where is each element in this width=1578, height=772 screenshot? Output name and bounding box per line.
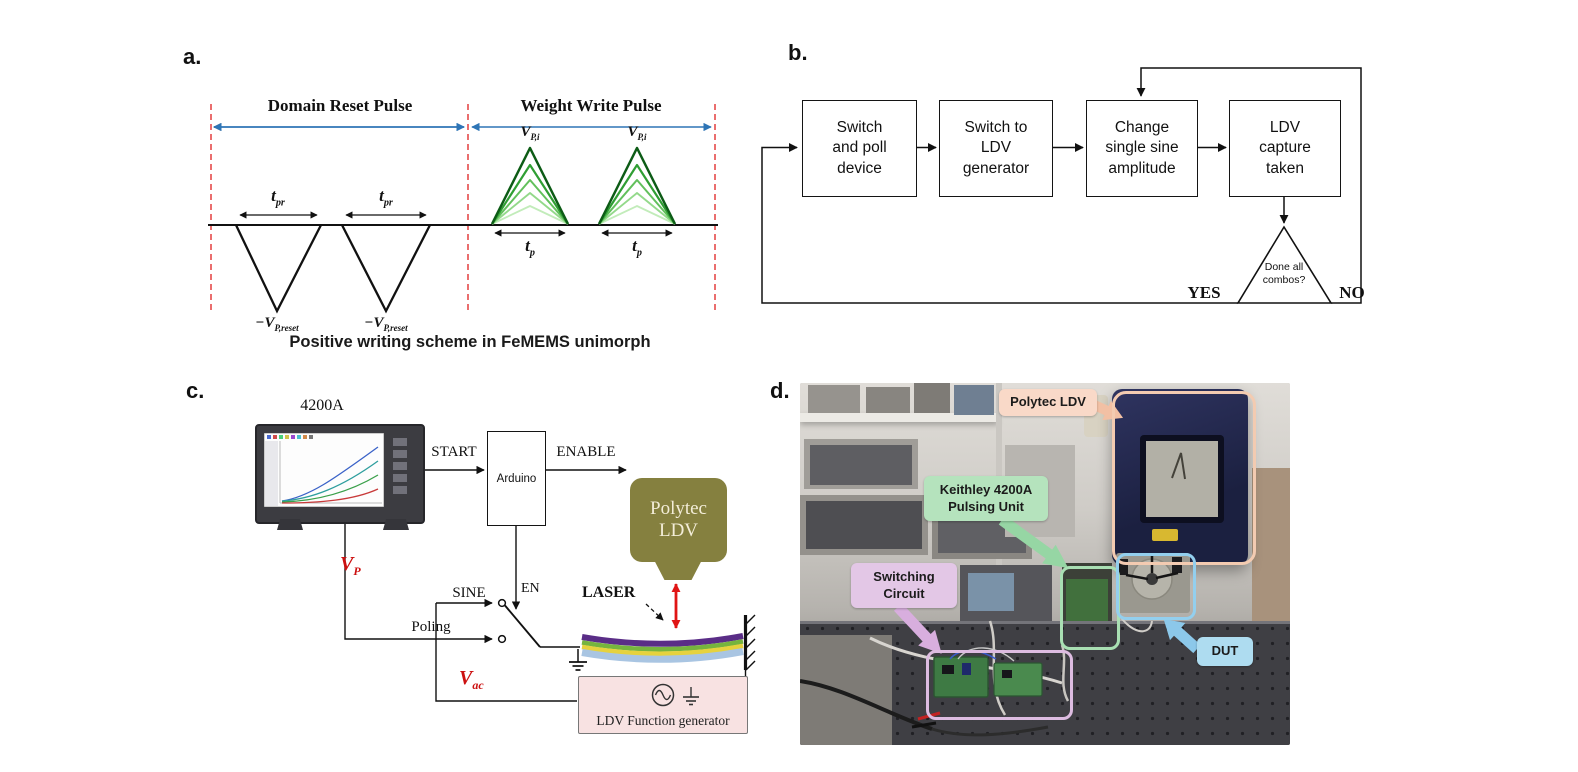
en-label: EN [521,581,540,596]
laser-label: LASER [582,584,636,601]
reset-pulse-2 [340,224,432,314]
enable-label: ENABLE [556,444,616,460]
photo-shelf-item [808,385,860,413]
yes-label: YES [1187,283,1221,302]
photo-instrument-panel [806,501,922,549]
photo-shelf-item [866,387,910,413]
t-pr-label-1: tpr [271,186,285,209]
polytec-ldv-annotation: Polytec LDV [999,389,1097,416]
flow-box-switch-ldv: Switch to LDV generator [939,100,1053,197]
flow-box-ldv-capture: LDV capture taken [1229,100,1341,197]
photo-shelf [800,413,998,422]
instrument-foot [277,519,303,530]
dut-annotation: DUT [1197,637,1253,666]
instrument-screen [264,433,384,507]
instrument-button [393,462,407,470]
write-pulse-group-1 [490,146,570,225]
v-pi-label-1: VP,i [520,124,540,142]
keithley-annotation: Keithley 4200A Pulsing Unit [924,476,1048,521]
photo-table-edge [800,621,1290,624]
dut-outline [1116,553,1196,620]
panel-c-letter: c. [186,378,205,403]
v-pi-label-2: VP,i [627,124,647,142]
instrument-button [393,486,407,494]
photo-shelf-item [914,383,950,413]
poling-wire [344,522,493,644]
panel-a-caption: Positive writing scheme in FeMEMS unimor… [289,333,651,351]
arduino-box: Arduino [487,431,546,526]
photo-side-board [1252,468,1290,623]
vac-wire [435,603,577,702]
photo-oscilloscope-screen [968,573,1014,611]
t-pr-label-2: tpr [379,186,393,209]
polytec-ldv-shape: Polytec LDV [630,478,727,562]
flow-box-change-amplitude: Change single sine amplitude [1086,100,1198,197]
reset-pulse-1 [234,224,323,314]
vp-label: VP [340,553,361,578]
switch-terminal-sine [497,598,507,608]
switching-annotation-arrow [893,603,942,654]
photo-warning-sticker [1152,529,1178,541]
function-generator-label: LDV Function generator [596,713,730,728]
domain-reset-title: Domain Reset Pulse [267,96,413,115]
dut-annotation-arrow [1163,618,1201,654]
panel-a-letter: a. [183,44,202,69]
function-generator-symbols [651,683,699,707]
unimorph-beam-top-layer [581,633,744,647]
instrument-4200a [255,424,425,524]
laser-pointer-arrow [645,603,664,621]
instrument-button [393,438,407,446]
switch-blade [504,604,541,648]
photo-details [800,452,1186,737]
unimorph-beam-layer-2 [581,639,744,652]
ldv-function-generator: LDV Function generator [578,676,748,734]
weight-write-title: Weight Write Pulse [520,96,662,115]
instrument-foot [383,519,409,530]
decision-triangle [1236,225,1333,304]
photo-instrument-panel [810,445,912,485]
decision-label: Done all combos? [1262,261,1306,286]
photo-shelf-item [954,385,994,415]
unimorph-beam-bottom-layer [581,648,744,663]
instrument-button [393,474,407,482]
switch-terminal-poling [497,634,507,644]
polytec-ldv-lens [655,562,701,580]
poling-label: Poling [411,619,451,635]
panel-b-letter: b. [788,40,808,65]
polytec-ldv-outline [1112,391,1256,565]
panel-d-letter: d. [770,378,790,403]
keithley-annotation-arrow [998,515,1069,569]
photo-foreground-bench [800,635,892,745]
waveform-panel [208,104,718,314]
yes-loop-line [761,143,1238,304]
v-reset-label-2: −VP,reset [364,315,408,333]
no-label: NO [1339,283,1365,302]
switching-circuit-outline [926,650,1073,720]
unimorph-beam-layer-3 [581,643,744,656]
keithley-outline [1060,566,1120,650]
t-p-label-2: tp [632,236,642,259]
flow-box-switch-poll: Switch and poll device [802,100,917,197]
t-p-label-1: tp [525,236,535,259]
flowchart-lines [761,67,1362,304]
no-loop-line [1136,67,1362,304]
switching-annotation: Switching Circuit [851,563,957,608]
schematic-lines [344,465,756,702]
start-label: START [431,444,477,460]
write-pulse-group-2 [597,146,677,225]
instrument-4200a-label: 4200A [300,397,344,414]
vac-label: Vac [459,667,484,692]
sine-label: SINE [452,585,486,601]
instrument-button [393,450,407,458]
v-reset-label-1: −VP,reset [255,315,299,333]
